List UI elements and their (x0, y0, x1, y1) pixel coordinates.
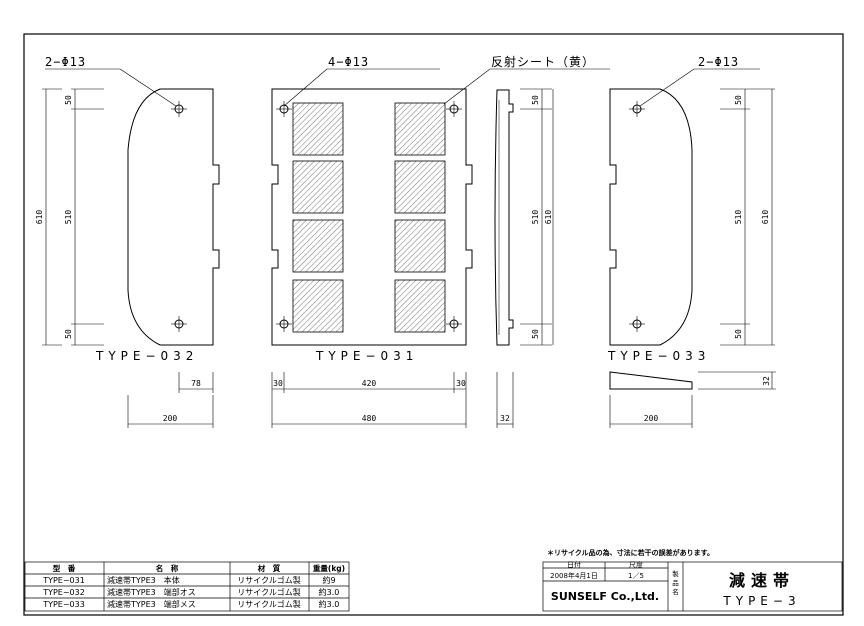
reflector-pad (292, 219, 344, 273)
dim-type031-right: 30 (456, 379, 466, 388)
dim-type033-total: 610 (761, 210, 770, 225)
callout-holes-right: 2−Φ13 (698, 55, 739, 69)
type-031-holes (276, 101, 462, 332)
product-name-side-label: 製品名 (672, 569, 679, 596)
table-header: 重量(kg) (313, 563, 345, 573)
label-type-033: TYPE−033 (607, 349, 710, 363)
dim-type031-width: 480 (362, 414, 377, 423)
dim-type033-bottom: 50 (734, 329, 743, 339)
table-header: 名 称 (156, 563, 179, 573)
view-type-033 (609, 68, 776, 428)
dim-side-total: 610 (544, 210, 553, 225)
dim-side-bottom: 50 (531, 329, 540, 339)
table-cell: TYPE−031 (42, 576, 85, 585)
callout-holes-center: 4−Φ13 (328, 55, 369, 69)
table-cell: TYPE−032 (42, 588, 85, 597)
dim-type032-mid: 510 (64, 210, 73, 225)
dim-type033-height: 32 (762, 376, 771, 386)
date-header: 日付 (567, 560, 581, 569)
type-032-outline (127, 88, 220, 346)
table-cell: 減速帯TYPE3 本体 (107, 575, 180, 585)
drawing-date: 2008年4月1日 (550, 571, 598, 580)
dim-type033-top: 50 (734, 95, 743, 105)
table-cell: 約3.0 (319, 599, 340, 609)
dim-side-thickness: 32 (500, 414, 510, 423)
reflector-pad (292, 279, 344, 333)
dim-type032-width: 200 (163, 414, 178, 423)
dim-type032-top: 50 (64, 95, 73, 105)
reflector-pads (292, 102, 446, 333)
reflector-pad (292, 102, 344, 156)
reflector-pad (394, 219, 446, 273)
reflector-pad (394, 160, 446, 214)
reflector-pad (394, 279, 446, 333)
view-type-032 (42, 68, 220, 428)
dim-side-top: 50 (531, 95, 540, 105)
title-block (542, 561, 843, 612)
table-header: 型 番 (53, 563, 76, 573)
dim-type033-mid: 510 (734, 210, 743, 225)
table-cell: リサイクルゴム製 (237, 599, 300, 609)
table-cell: 約3.0 (319, 587, 340, 597)
type-031-outline (271, 88, 473, 346)
table-cell: リサイクルゴム製 (237, 587, 300, 597)
product-type: TYPE−3 (722, 594, 800, 608)
product-name: 減速帯 (729, 571, 795, 590)
dim-type031-mid: 420 (362, 379, 377, 388)
drawing-frame (23, 33, 844, 616)
label-type-032: TYPE−032 (95, 349, 198, 363)
dim-type033-width: 200 (644, 414, 659, 423)
dim-type032-offset: 78 (191, 379, 201, 388)
parts-table (24, 561, 350, 612)
type-033-outline (609, 88, 693, 346)
table-header: 材 質 (258, 563, 281, 573)
tolerance-note: ＊リサイクル品の為、寸法に若干の誤差があります。 (547, 548, 714, 557)
reflector-pad (292, 160, 344, 214)
dim-type032-total: 610 (35, 210, 44, 225)
callout-holes-left: 2−Φ13 (45, 55, 86, 69)
side-profile-outline (494, 89, 514, 346)
dim-side-mid: 510 (531, 210, 540, 225)
table-cell: 約9 (322, 575, 335, 585)
company-name: SUNSELF Co.,Ltd. (551, 590, 659, 603)
scale-header: 尺度 (629, 560, 643, 569)
reflector-pad (394, 102, 446, 156)
drawing-scale: 1／5 (628, 572, 644, 580)
label-type-031: TYPE−031 (315, 349, 418, 363)
callout-reflector: 反射シート（黄） (491, 54, 595, 69)
view-side-profile (494, 88, 554, 428)
table-cell: TYPE−033 (42, 600, 85, 609)
dim-type032-bottom: 50 (64, 329, 73, 339)
table-cell: 減速帯TYPE3 端部メス (107, 599, 196, 609)
table-cell: リサイクルゴム製 (237, 575, 300, 585)
dim-type031-left: 30 (273, 379, 283, 388)
type-033-elevation (609, 371, 693, 390)
table-cell: 減速帯TYPE3 端部オス (107, 587, 196, 597)
view-type-031 (271, 88, 473, 346)
